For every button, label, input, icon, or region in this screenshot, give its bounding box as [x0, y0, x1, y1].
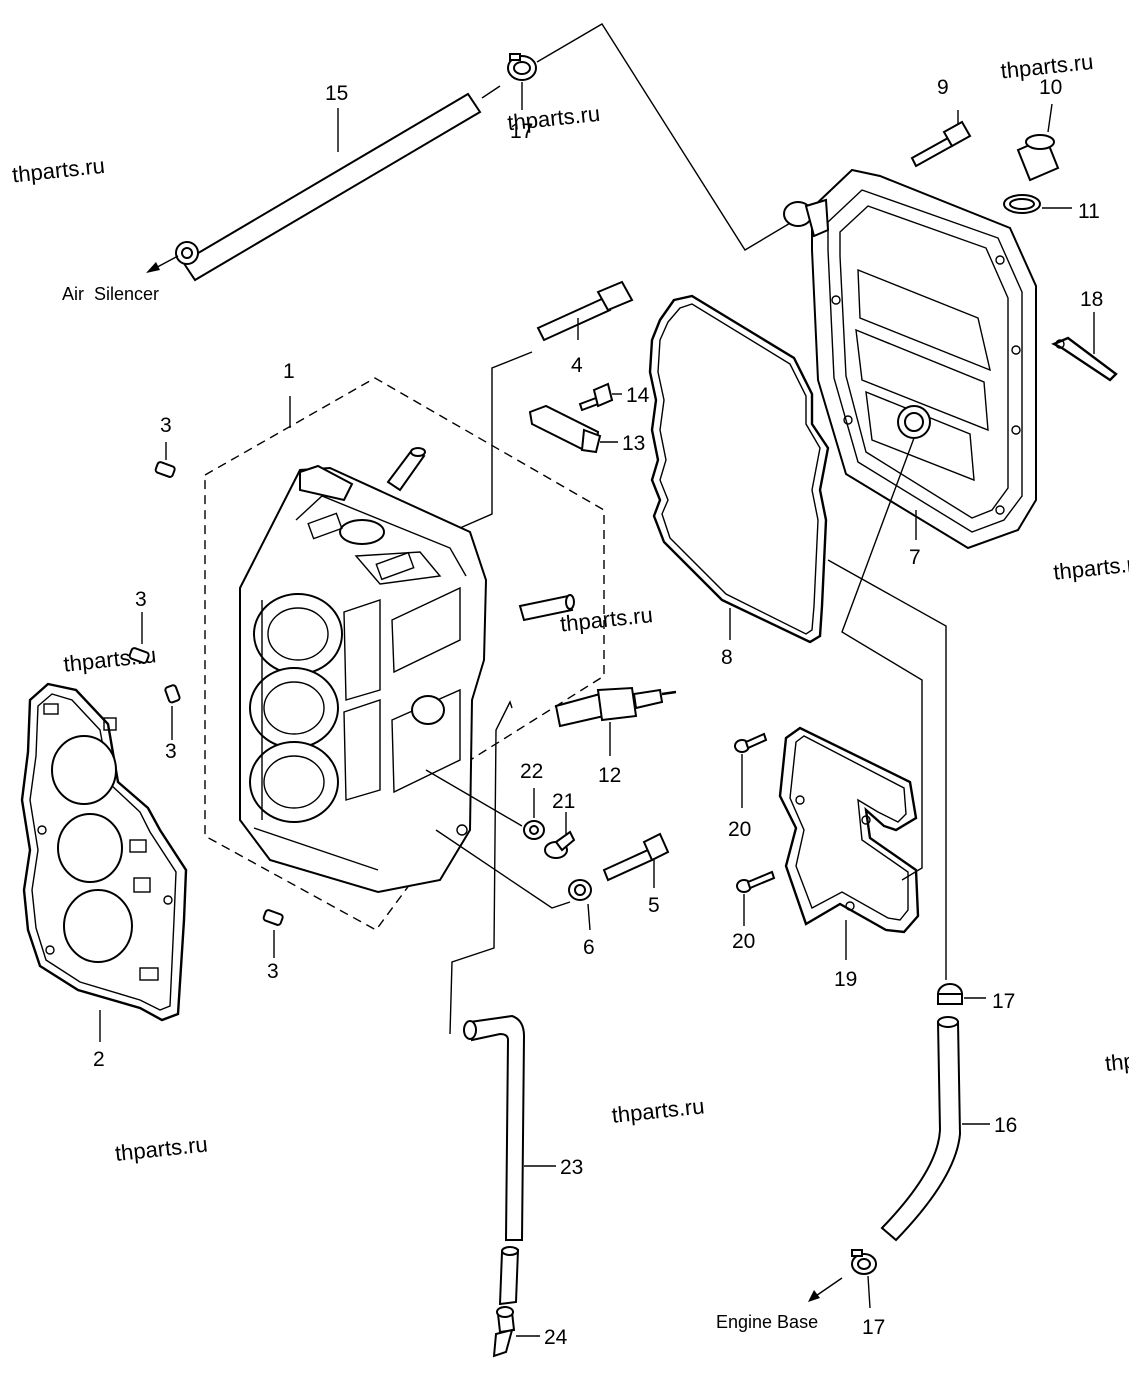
- leader-cover-to-17: [827, 559, 947, 980]
- callout-17: 17: [862, 1316, 885, 1339]
- part-16-hose: [880, 1016, 990, 1242]
- part-17-hose-clamp-bottom: [851, 1249, 877, 1309]
- engine-base-arrow: [808, 1290, 820, 1302]
- dowel-pin-upper: [386, 447, 426, 492]
- callout-12: 12: [598, 764, 621, 787]
- part-13-bracket: [528, 404, 618, 454]
- part-17-hose-clamp-top: [507, 53, 537, 110]
- part-20-screw-lower: [736, 870, 776, 926]
- callout-3: 3: [160, 414, 172, 437]
- callout-6: 6: [583, 936, 595, 959]
- callout-18: 18: [1080, 288, 1103, 311]
- callout-3: 3: [267, 960, 279, 983]
- watermark: thparts.ru: [1104, 1041, 1129, 1076]
- part-15-air-hose: [146, 85, 501, 282]
- part-18-wire-clip: [1051, 312, 1118, 382]
- part-17-hose-clamp-right: [937, 983, 986, 1005]
- callout-7: 7: [909, 546, 921, 569]
- callout-8: 8: [721, 646, 733, 669]
- callout-22: 22: [520, 760, 543, 783]
- part-21-screw: [544, 812, 576, 859]
- callout-3: 3: [165, 740, 177, 763]
- part-8-gasket: [648, 294, 830, 644]
- part-3-dowel-c: [164, 684, 181, 740]
- callout-21: 21: [552, 790, 575, 813]
- callout-19: 19: [834, 968, 857, 991]
- part-10-plug: [1016, 103, 1060, 182]
- part-14-screw: [578, 382, 622, 412]
- callout-4: 4: [571, 354, 583, 377]
- watermarks: thparts.ru thparts.ru thparts.ru thparts…: [11, 49, 1129, 1166]
- callout-3: 3: [135, 588, 147, 611]
- leader-4-to-head: [459, 351, 533, 529]
- callout-2: 2: [93, 1048, 105, 1071]
- part-22-washer: [523, 788, 545, 840]
- part-3-dowel-d: [262, 909, 284, 958]
- part-1-cylinder-head: [239, 464, 488, 894]
- part-4-bolt: [536, 280, 634, 342]
- callout-20: 20: [728, 818, 751, 841]
- callout-24: 24: [544, 1326, 568, 1349]
- leader-17-to-cover: [536, 23, 793, 251]
- dowel-pin-right: [518, 594, 575, 622]
- callout-14: 14: [626, 384, 650, 407]
- leader-22-to-head: [425, 769, 523, 827]
- callout-17: 17: [510, 120, 533, 143]
- part-24-fitting: [492, 1306, 540, 1358]
- callout-15: 15: [325, 82, 348, 105]
- watermark: thparts.ru: [610, 1093, 705, 1128]
- part-12-spark-plug: [554, 686, 677, 756]
- part-19-plate: [778, 726, 920, 960]
- part-2-head-gasket: [20, 682, 188, 1042]
- part-7-head-cover: [783, 168, 1037, 550]
- watermark: thparts.ru: [11, 153, 106, 188]
- leader-head-to-23: [449, 700, 513, 1035]
- part-23-hose-lower: [498, 1246, 520, 1306]
- part-3-dowel-b: [128, 612, 150, 664]
- callout-17: 17: [992, 990, 1015, 1013]
- part-5-bolt: [602, 832, 670, 888]
- part-6-washer: [568, 879, 592, 931]
- watermark: thparts.ru: [114, 1131, 209, 1166]
- callout-11: 11: [1078, 200, 1100, 223]
- leader-6-to-head: [435, 829, 571, 909]
- part-20-screw-upper: [734, 732, 768, 808]
- part-11-o-ring: [1003, 194, 1072, 214]
- note-engine-base: Engine Base: [716, 1312, 818, 1332]
- callout-20: 20: [732, 930, 755, 953]
- callout-5: 5: [648, 894, 660, 917]
- callout-1: 1: [283, 360, 295, 383]
- note-air-silencer: Air Silencer: [62, 284, 159, 304]
- part-23-hose: [463, 1014, 556, 1241]
- part-3-dowel-a: [154, 442, 176, 478]
- callout-16: 16: [994, 1114, 1017, 1137]
- watermark: thparts.ru: [1052, 550, 1129, 585]
- callout-23: 23: [560, 1156, 583, 1179]
- callout-10: 10: [1039, 76, 1062, 99]
- callout-13: 13: [622, 432, 645, 455]
- callout-9: 9: [937, 76, 949, 99]
- part-9-bolt: [910, 110, 972, 168]
